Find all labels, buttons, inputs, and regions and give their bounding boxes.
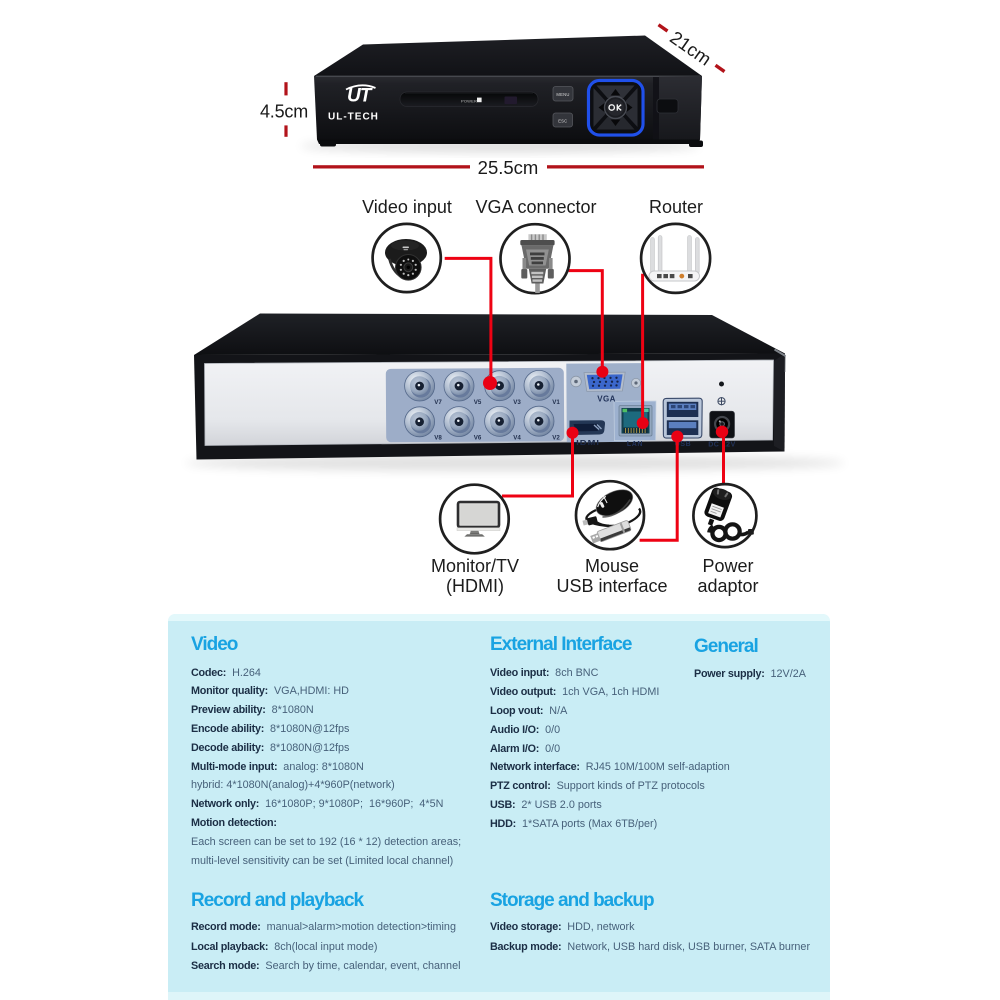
svg-text:V1: V1	[552, 399, 560, 406]
svg-text:25.5cm: 25.5cm	[478, 157, 539, 178]
svg-text:UT: UT	[347, 86, 373, 107]
svg-text:V8: V8	[434, 435, 442, 442]
svg-text:4.5cm: 4.5cm	[260, 102, 308, 122]
svg-text:HDMI: HDMI	[572, 438, 600, 447]
svg-text:MENU: MENU	[556, 92, 569, 97]
svg-text:DC 12V: DC 12V	[708, 442, 736, 449]
svg-text:ESC: ESC	[558, 118, 567, 123]
svg-text:POWER: POWER	[461, 99, 477, 104]
svg-text:V7: V7	[434, 399, 442, 406]
svg-text:V5: V5	[474, 399, 482, 406]
svg-text:V4: V4	[513, 435, 521, 442]
svg-text:V3: V3	[513, 399, 521, 406]
svg-text:VGA: VGA	[597, 394, 616, 403]
svg-text:USB: USB	[675, 441, 692, 448]
svg-text:V2: V2	[552, 435, 560, 442]
svg-text:V6: V6	[474, 435, 482, 442]
svg-text:UL-TECH: UL-TECH	[328, 112, 379, 123]
svg-text:LAN: LAN	[627, 441, 643, 448]
